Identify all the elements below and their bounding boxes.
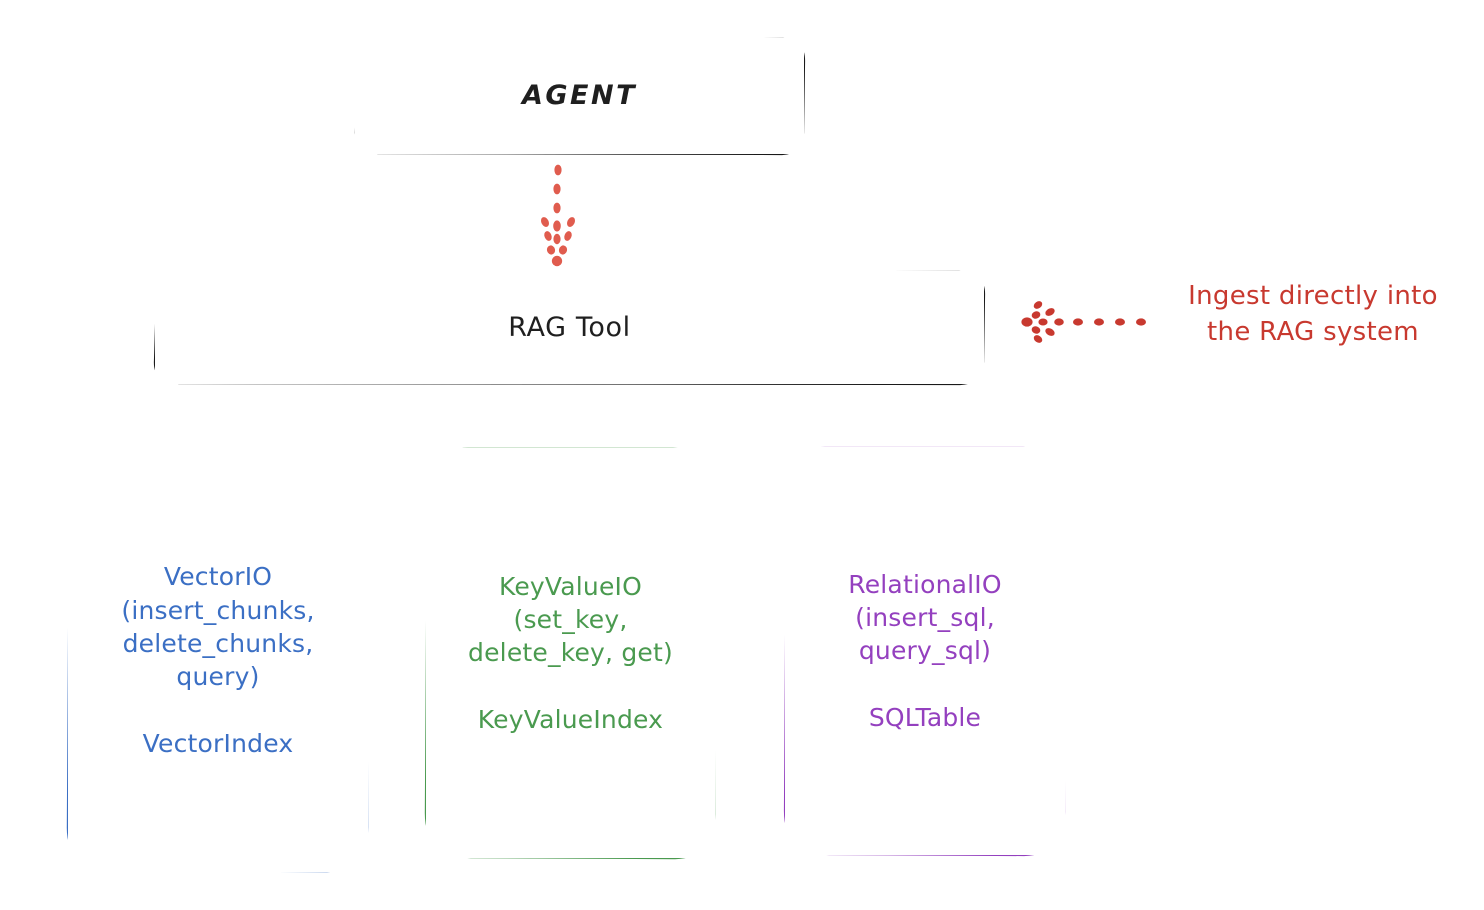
key-value-io-node-label: KeyValueIO (set_key, delete_key, get) Ke… [468,571,673,734]
key-value-io-node[interactable]: KeyValueIO (set_key, delete_key, get) Ke… [426,448,715,858]
ingest-annotation-arrow [1021,301,1146,343]
rag-tool-node-label: RAG Tool [508,311,631,343]
rag-tool-node[interactable]: RAG Tool [155,271,984,384]
relational-io-node-label: RelationalIO (insert_sql, query_sql) SQL… [848,569,1002,732]
agent-node[interactable]: AGENT [355,38,804,154]
vector-io-node[interactable]: VectorIO (insert_chunks, delete_chunks, … [68,448,368,872]
agent-to-rag-arrow [540,164,576,267]
relational-io-node[interactable]: RelationalIO (insert_sql, query_sql) SQL… [785,447,1065,855]
vector-io-node-label: VectorIO (insert_chunks, delete_chunks, … [121,562,315,758]
agent-node-label: AGENT [521,80,637,112]
ingest-annotation-label: Ingest directly into the RAG system [1188,281,1438,348]
